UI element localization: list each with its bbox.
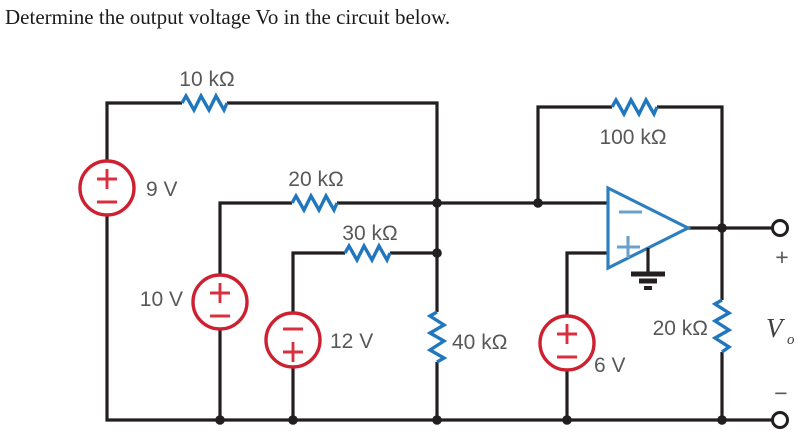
- resistor-20k-load: [711, 298, 733, 354]
- label-12v: 12 V: [330, 330, 373, 353]
- resistors: [180, 92, 733, 364]
- junction-dot: [533, 198, 543, 208]
- label-100k: 100 kΩ: [599, 126, 666, 149]
- label-9v: 9 V: [146, 178, 178, 201]
- output-terminal-negative: [771, 411, 789, 429]
- component-labels: 10 kΩ 20 kΩ 30 kΩ 100 kΩ 40 kΩ 20 kΩ 9 V…: [140, 68, 795, 406]
- wire-feedback-right: [657, 105, 724, 228]
- junction-dot: [432, 248, 442, 258]
- resistor-100k-feedback: [610, 96, 659, 118]
- vo-symbol: V: [766, 313, 786, 343]
- plus-sign-icon: [210, 283, 230, 303]
- wire-bottom-rail: [105, 215, 772, 422]
- junction-dots: [215, 198, 727, 425]
- junction-dot: [717, 415, 727, 425]
- resistor-30k: [343, 242, 392, 264]
- ground-icon: [631, 248, 665, 290]
- opamp: [606, 185, 692, 290]
- label-30k: 30 kΩ: [342, 222, 397, 245]
- output-plus-sign: +: [775, 244, 788, 270]
- junction-dot: [432, 415, 442, 425]
- source-9v: [78, 159, 136, 217]
- source-12v: [264, 311, 322, 369]
- source-12v-circle: [264, 311, 322, 369]
- wire-12v-to-30k: [291, 251, 345, 313]
- wire-10v-to-20k: [218, 201, 292, 275]
- output-terminal-positive: [771, 219, 789, 237]
- plus-sign-icon: [557, 324, 577, 344]
- label-10v: 10 V: [140, 288, 183, 311]
- label-20k-input: 20 kΩ: [288, 168, 343, 191]
- wire-top-left: [105, 101, 182, 161]
- plus-sign-icon: [283, 342, 303, 362]
- vo-subscript: o: [787, 332, 795, 348]
- resistor-20k-input: [290, 192, 339, 214]
- junction-dot: [215, 415, 225, 425]
- junction-dot: [562, 415, 572, 425]
- junction-dot: [717, 223, 727, 233]
- label-20k-load: 20 kΩ: [653, 317, 708, 340]
- label-40k: 40 kΩ: [452, 331, 507, 354]
- junction-dot: [432, 198, 442, 208]
- plus-sign-icon: [97, 169, 117, 189]
- junction-dot: [288, 415, 298, 425]
- resistor-10k: [180, 92, 229, 114]
- label-10k: 10 kΩ: [179, 68, 234, 91]
- label-6v: 6 V: [594, 354, 626, 377]
- resistor-40k: [426, 310, 448, 364]
- source-6v: [538, 314, 596, 372]
- source-10v: [191, 273, 249, 331]
- wire-top-rail: [227, 101, 439, 312]
- wires: [105, 101, 772, 422]
- output-minus-sign: −: [774, 380, 787, 406]
- opamp-noninverting-input-icon: [617, 236, 640, 258]
- wire-feedback-left: [536, 105, 612, 203]
- wire-noninv-to-6v: [565, 251, 608, 316]
- problem-statement: Determine the output voltage Vo in the c…: [5, 5, 451, 29]
